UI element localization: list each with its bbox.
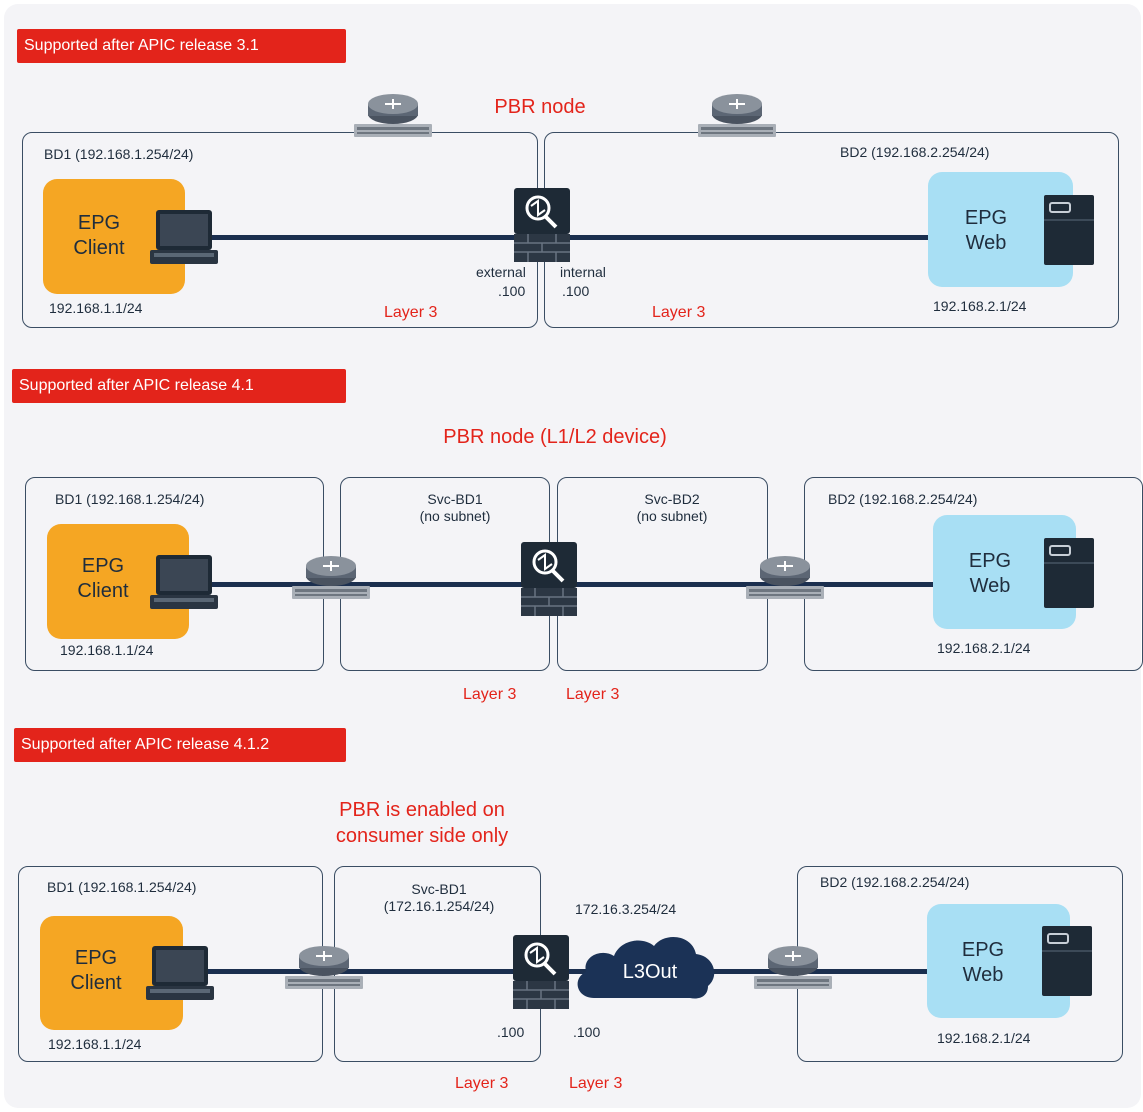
firewall-icon [521,542,577,616]
release-banner-4-1: Supported after APIC release 4.1 [12,369,346,403]
epg-name: Web [962,964,1004,986]
bd1-label: BD1 (192.168.1.254/24) [44,146,194,162]
epg-name: Client [73,237,125,259]
firewall-icon [514,188,570,262]
web-ip: 192.168.2.1/24 [937,1030,1031,1046]
l3out-subnet: 172.16.3.254/24 [575,901,677,917]
layer3-label: Layer 3 [463,686,517,703]
svc-bd1-subnet: (172.16.1.254/24) [383,898,495,914]
svc-bd1-name: Svc-BD1 [411,881,467,897]
web-ip: 192.168.2.1/24 [933,298,1027,314]
title-line2: consumer side only [335,825,509,847]
bd2-label: BD2 (192.168.2.254/24) [820,874,970,890]
layer3-label: Layer 3 [455,1075,509,1092]
link-line [200,969,940,974]
epg-name: Web [969,575,1011,597]
internal-ip: .100 [562,283,590,299]
pbr-node-title: PBR node (L1/L2 device) [443,426,667,448]
svc-bd1-label: Svc-BD1 (no subnet) [395,491,515,525]
laptop-icon [146,944,214,1002]
fw-right-ip: .100 [573,1024,601,1040]
server-icon [1042,926,1092,996]
router-icon [742,556,828,602]
svc-bd1-label: Svc-BD1 (172.16.1.254/24) [369,881,509,915]
client-ip: 192.168.1.1/24 [48,1036,142,1052]
router-icon [696,94,778,140]
layer3-label: Layer 3 [566,686,620,703]
bd1-label: BD1 (192.168.1.254/24) [55,491,205,507]
epg-label: EPG [961,939,1005,961]
epg-name: Client [70,972,122,994]
laptop-icon [150,553,218,611]
epg-label: EPG [77,212,121,234]
l3out-label: L3Out [622,961,678,983]
epg-label: EPG [74,947,118,969]
server-icon [1044,195,1094,265]
external-ip: .100 [498,283,526,299]
client-ip: 192.168.1.1/24 [60,642,154,658]
bd1-label: BD1 (192.168.1.254/24) [47,879,197,895]
web-ip: 192.168.2.1/24 [937,640,1031,656]
layer3-label: Layer 3 [569,1075,623,1092]
pbr-node-title: PBR node [494,96,586,118]
epg-client: EPG Client [47,524,189,639]
svc-bd1-name: Svc-BD1 [427,491,483,507]
fw-left-ip: .100 [497,1024,525,1040]
laptop-icon [150,208,218,266]
router-icon [281,946,367,992]
release-banner-3-1: Supported after APIC release 3.1 [17,29,346,63]
external-label: external [476,264,526,280]
layer3-label: Layer 3 [384,304,438,321]
svc-bd2-subnet: (no subnet) [636,508,708,524]
router-icon [288,556,374,602]
router-icon [352,94,434,140]
cloud-icon [572,926,720,1009]
svc-bd2-name: Svc-BD2 [644,491,700,507]
layer3-label: Layer 3 [652,304,706,321]
firewall-icon [513,935,569,1009]
server-icon [1044,538,1094,608]
link-line [200,235,940,240]
epg-label: EPG [964,207,1008,229]
title-line1: PBR is enabled on [339,799,505,821]
epg-name: Web [965,232,1007,254]
client-ip: 192.168.1.1/24 [49,300,143,316]
epg-name: Client [77,580,129,602]
svc-bd2-label: Svc-BD2 (no subnet) [612,491,732,525]
bd2-label: BD2 (192.168.2.254/24) [828,491,978,507]
bd2-label: BD2 (192.168.2.254/24) [840,144,990,160]
svc-bd1-subnet: (no subnet) [419,508,491,524]
internal-label: internal [560,264,606,280]
epg-label: EPG [81,555,125,577]
pbr-consumer-title: PBR is enabled on consumer side only [302,797,542,849]
epg-web: EPG Web [933,515,1076,629]
router-icon [750,946,836,992]
release-banner-4-1-2: Supported after APIC release 4.1.2 [14,728,346,762]
epg-label: EPG [968,550,1012,572]
